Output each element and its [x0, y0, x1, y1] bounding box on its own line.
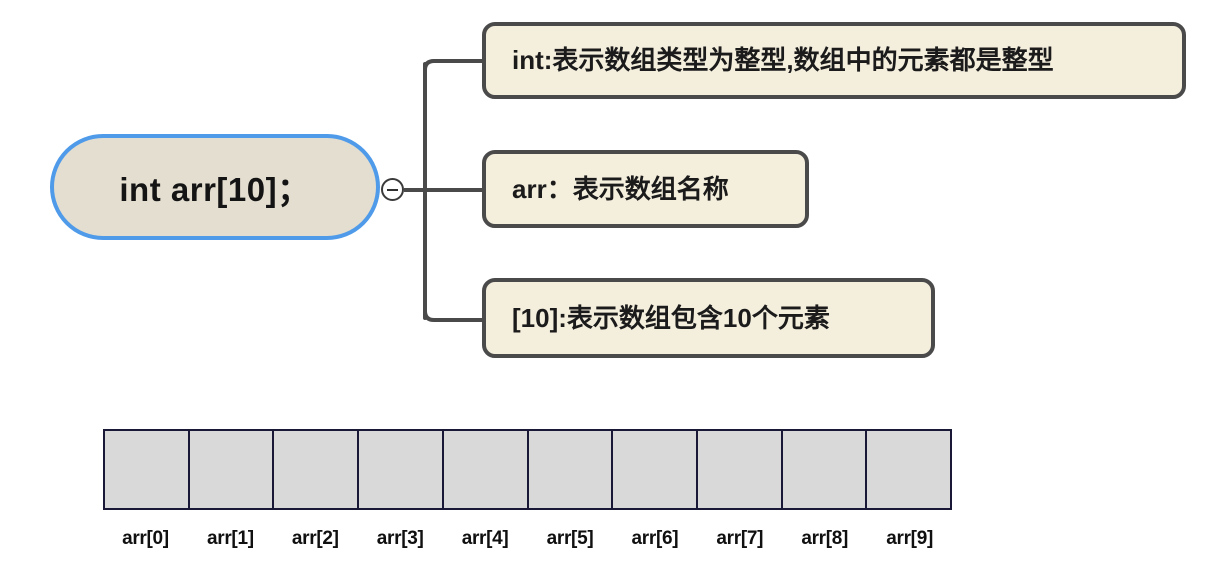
array-cell — [189, 431, 275, 508]
array-index-label: arr[3] — [376, 528, 424, 549]
array-cell — [359, 431, 444, 508]
array-index-labels: arr[0] arr[1] arr[2] arr[3] arr[4] arr[5… — [103, 528, 952, 550]
array-index-label: arr[1] — [206, 528, 254, 549]
root-node-label: int arr[10]； — [119, 171, 311, 208]
array-index-label: arr[5] — [546, 528, 594, 549]
array-index-label: arr[6] — [631, 528, 679, 549]
branch-node-label: arr：表示数组名称 — [512, 173, 729, 204]
branch-node-int[interactable]: int:表示数组类型为整型,数组中的元素都是整型 — [482, 22, 1186, 99]
branch-node-arr[interactable]: arr：表示数组名称 — [482, 150, 809, 228]
array-cell — [105, 431, 190, 508]
array-index-label: arr[7] — [716, 528, 764, 549]
array-index-label: arr[2] — [291, 528, 339, 549]
root-node[interactable]: int arr[10]； — [50, 134, 380, 240]
array-index-label: arr[4] — [461, 528, 509, 549]
array-cells-table — [103, 429, 952, 510]
array-cell — [782, 431, 868, 508]
array-cell — [867, 431, 951, 508]
array-index-label: arr[8] — [801, 528, 849, 549]
minus-circle-icon[interactable] — [381, 178, 404, 201]
array-cell — [528, 431, 614, 508]
array-cell — [274, 431, 360, 508]
array-index-label: arr[0] — [122, 528, 169, 549]
array-cell — [697, 431, 783, 508]
branch-node-label: [10]:表示数组包含10个元素 — [512, 302, 830, 333]
branch-node-size[interactable]: [10]:表示数组包含10个元素 — [482, 278, 935, 358]
array-cell — [613, 431, 698, 508]
minus-glyph — [387, 188, 398, 191]
array-index-label: arr[9] — [886, 528, 933, 549]
branch-node-label: int:表示数组类型为整型,数组中的元素都是整型 — [512, 45, 1054, 76]
array-cell — [443, 431, 529, 508]
